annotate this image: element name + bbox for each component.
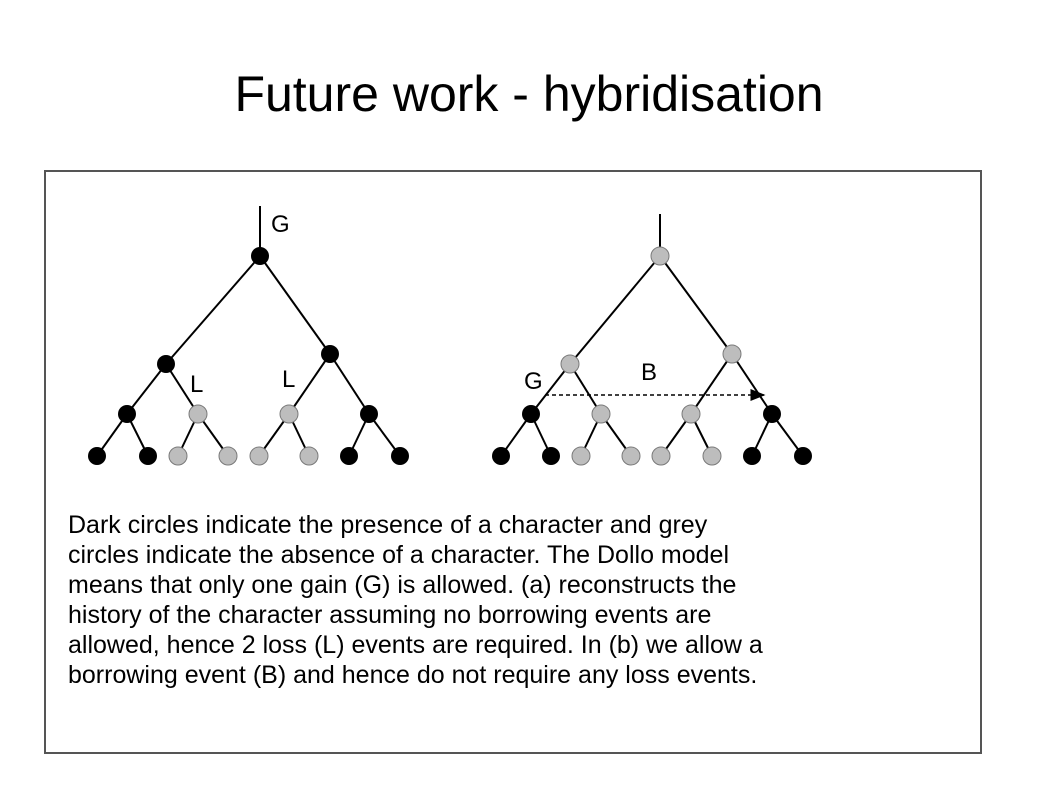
absent-node bbox=[681, 404, 701, 424]
absent-node bbox=[188, 404, 208, 424]
edge bbox=[329, 353, 370, 415]
edge bbox=[731, 353, 773, 415]
absent-node bbox=[650, 246, 670, 266]
figure-frame: G L L bbox=[44, 170, 982, 754]
present-leaf bbox=[542, 447, 560, 465]
present-leaf bbox=[88, 447, 106, 465]
present-leaf bbox=[391, 447, 409, 465]
absent-leaf bbox=[651, 446, 671, 466]
present-leaf bbox=[492, 447, 510, 465]
absent-leaf bbox=[621, 446, 641, 466]
present-node bbox=[360, 405, 378, 423]
present-leaf bbox=[139, 447, 157, 465]
edge bbox=[530, 363, 571, 415]
present-node bbox=[763, 405, 781, 423]
tree-a-nodes bbox=[88, 247, 409, 466]
present-node bbox=[522, 405, 540, 423]
tree-a-edges bbox=[96, 206, 401, 457]
edge bbox=[259, 255, 331, 355]
gain-label: G bbox=[271, 211, 290, 238]
edge bbox=[569, 255, 661, 365]
tree-b-nodes bbox=[492, 246, 812, 466]
present-node bbox=[321, 345, 339, 363]
present-leaf bbox=[743, 447, 761, 465]
present-leaf bbox=[340, 447, 358, 465]
absent-leaf bbox=[168, 446, 188, 466]
edge bbox=[569, 363, 602, 415]
absent-node bbox=[591, 404, 611, 424]
caption-line: allowed, hence 2 loss (L) events are req… bbox=[68, 631, 763, 659]
absent-node bbox=[279, 404, 299, 424]
edge bbox=[165, 363, 199, 415]
tree-b-edges bbox=[500, 214, 804, 457]
gain-label: G bbox=[524, 368, 543, 395]
present-leaf bbox=[794, 447, 812, 465]
tree-b: G B bbox=[492, 214, 812, 466]
tree-diagram: G L L bbox=[88, 206, 812, 466]
caption-line: circles indicate the absence of a charac… bbox=[68, 541, 730, 569]
loss-label: L bbox=[190, 371, 203, 398]
caption-line: history of the character assuming no bor… bbox=[68, 601, 712, 629]
present-node bbox=[157, 355, 175, 373]
present-node bbox=[251, 247, 269, 265]
absent-node bbox=[722, 344, 742, 364]
absent-leaf bbox=[249, 446, 269, 466]
caption-line: Dark circles indicate the presence of a … bbox=[68, 511, 708, 539]
caption: Dark circles indicate the presence of a … bbox=[68, 510, 968, 690]
absent-leaf bbox=[702, 446, 722, 466]
absent-leaf bbox=[571, 446, 591, 466]
absent-leaf bbox=[299, 446, 319, 466]
borrowing-label: B bbox=[641, 359, 657, 386]
tree-a: G L L bbox=[88, 206, 409, 466]
absent-node bbox=[560, 354, 580, 374]
caption-line: means that only one gain (G) is allowed.… bbox=[68, 571, 737, 599]
edge bbox=[690, 353, 733, 415]
loss-label: L bbox=[282, 366, 295, 393]
caption-line: borrowing event (B) and hence do not req… bbox=[68, 661, 758, 689]
edge bbox=[288, 353, 331, 415]
edge bbox=[659, 255, 733, 355]
slide-title: Future work - hybridisation bbox=[234, 66, 824, 122]
edge bbox=[165, 255, 261, 365]
absent-leaf bbox=[218, 446, 238, 466]
present-node bbox=[118, 405, 136, 423]
edge bbox=[126, 363, 167, 415]
